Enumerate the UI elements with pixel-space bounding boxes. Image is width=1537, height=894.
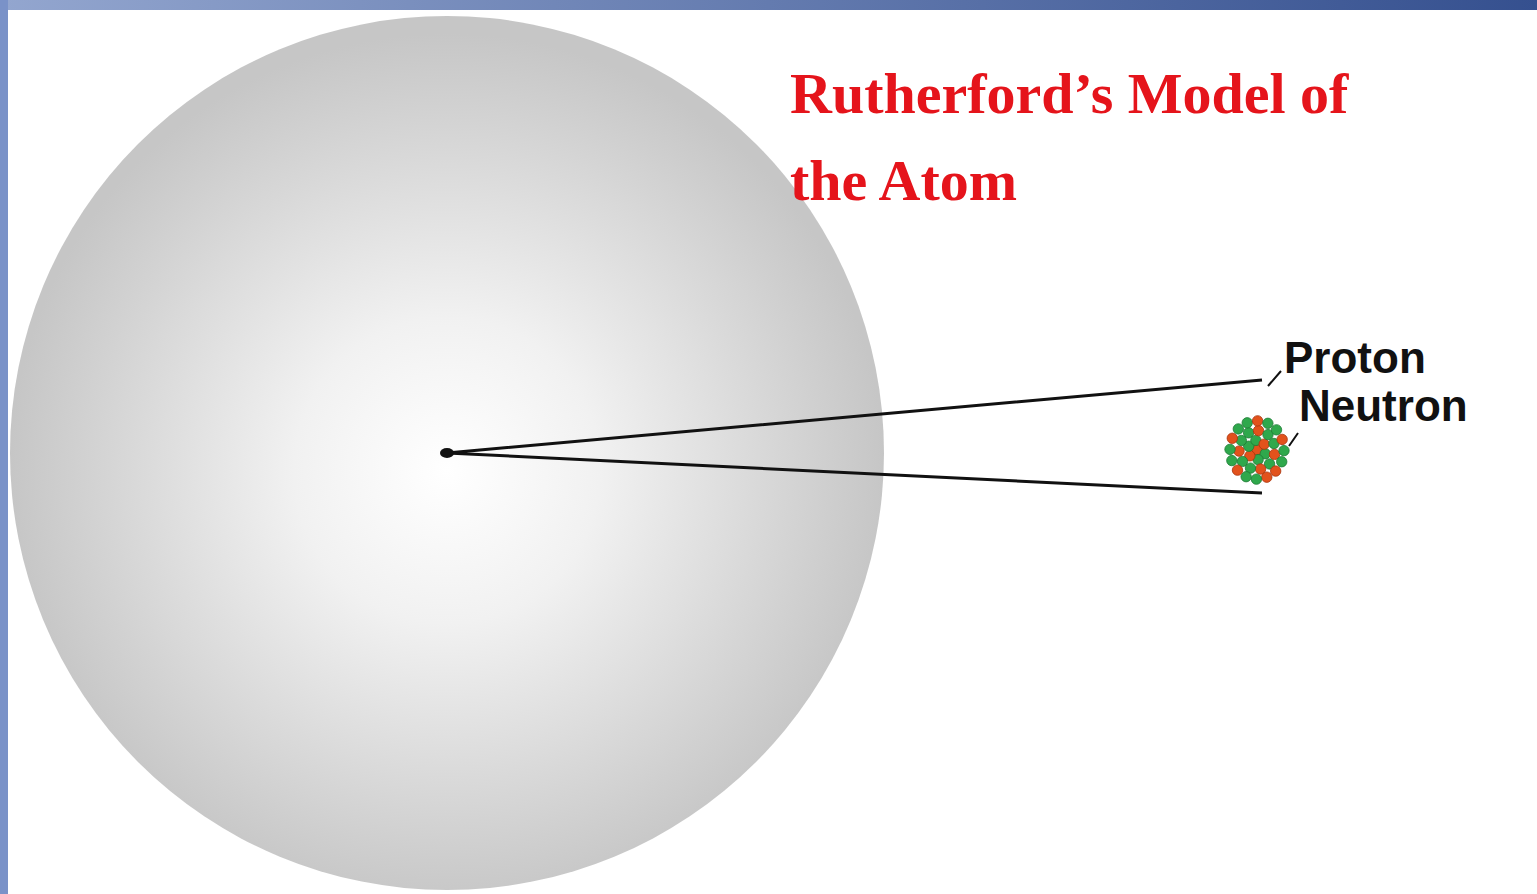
proton-ball — [1234, 446, 1244, 456]
nucleus-dot — [440, 448, 454, 458]
proton-ball — [1270, 466, 1280, 476]
neutron-ball — [1271, 425, 1281, 435]
proton-ball — [1227, 433, 1237, 443]
top-bar — [0, 0, 1537, 10]
slide-title: Rutherford’s Model of the Atom — [790, 50, 1410, 224]
neutron-ball — [1263, 418, 1273, 428]
neutron-ball — [1242, 418, 1252, 428]
part-label: Proton — [1284, 336, 1426, 380]
proton-ball — [1253, 425, 1263, 435]
nucleus-cluster — [1225, 416, 1289, 485]
neutron-ball — [1243, 428, 1253, 438]
proton-ball — [1259, 439, 1269, 449]
leader-lines — [1268, 371, 1298, 446]
part-label: Neutron — [1299, 384, 1468, 428]
proton-ball — [1252, 416, 1262, 426]
proton-ball — [1262, 472, 1272, 482]
neutron-ball — [1251, 474, 1261, 484]
neutron-ball — [1241, 471, 1251, 481]
proton-ball — [1232, 465, 1242, 475]
left-bar — [0, 0, 8, 894]
neutron-ball — [1279, 445, 1289, 455]
zoom-lines — [447, 380, 1262, 493]
neutron-ball — [1233, 424, 1243, 434]
neutron-ball — [1227, 455, 1237, 465]
proton-ball — [1277, 434, 1287, 444]
neutron-ball — [1277, 457, 1287, 467]
atom-sphere — [10, 16, 884, 890]
neutron-ball — [1225, 444, 1235, 454]
